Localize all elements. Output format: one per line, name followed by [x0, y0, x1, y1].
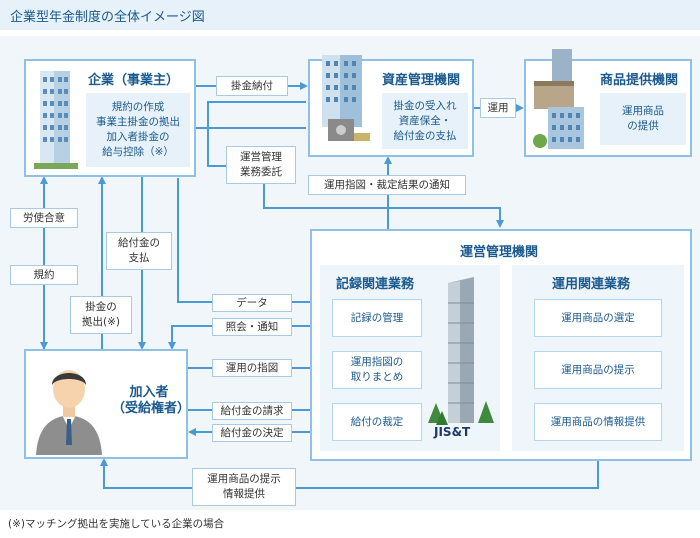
record-panel: 記録関連業務 記録の管理 運用指図の 取りまとめ 給付の裁定 JIS&T	[320, 265, 500, 451]
label-inquiry: 照会・通知	[212, 318, 292, 336]
record-management-item: 記録の管理	[332, 299, 422, 337]
buildings-cluster-icon	[533, 49, 584, 149]
label-invest: 運用	[480, 98, 516, 118]
label-notice: 運用指図・裁定結果の通知	[308, 175, 466, 195]
asset-management-title: 資産管理機関	[382, 73, 461, 88]
invest-panel: 運用関連業務 運用商品の選定 運用商品の提示 運用商品の情報提供	[512, 265, 684, 451]
office-building-icon	[34, 71, 78, 169]
label-contribution: 掛金納付	[216, 76, 288, 96]
label-member-contribution: 掛金の 拠出(※)	[70, 296, 132, 334]
data-line	[177, 178, 330, 306]
label-operation-commission: 運営管理 業務委託	[226, 146, 296, 184]
instruction-aggregation-item: 運用指図の 取りまとめ	[332, 351, 422, 389]
label-rules: 規約	[10, 265, 78, 285]
invest-panel-title: 運用関連業務	[552, 277, 631, 292]
product-provider-duties: 運用商品 の提供	[600, 93, 686, 145]
product-provider-title: 商品提供機関	[600, 73, 679, 88]
company-box: 企業（事業主） 規約の作成 事業主掛金の拠出 加入者掛金の 給与控除（※）	[24, 59, 196, 177]
label-instruction: 運用の指図	[212, 359, 292, 377]
record-panel-title: 記録関連業務	[336, 277, 415, 292]
product-presentation-item: 運用商品の提示	[534, 351, 662, 389]
title-bar: 企業型年金制度の全体イメージ図	[0, 0, 700, 30]
label-labor-agreement: 労使合意	[10, 208, 78, 228]
label-benefit-decision: 給付金の決定	[212, 424, 292, 442]
company-duties: 規約の作成 事業主掛金の拠出 加入者掛金の 給与控除（※）	[86, 93, 190, 167]
asset-management-box: 資産管理機関 掛金の受入れ 資産保全・ 給付金の支払	[308, 55, 474, 157]
operation-management-box: 運営管理機関 記録関連業務 記録の管理 運用指図の 取りまとめ 給付の裁定 JI…	[310, 229, 692, 461]
label-product-info: 運用商品の提示 情報提供	[192, 468, 296, 506]
footnote: (※)マッチング拠出を実施している企業の場合	[8, 518, 225, 530]
bank-building-icon	[322, 55, 370, 141]
jist-logo: JIS&T	[434, 425, 471, 439]
businessman-icon	[36, 370, 102, 455]
product-info-line	[100, 458, 599, 489]
tower-building-icon	[428, 277, 494, 425]
label-benefit-payment: 給付金の 支払	[106, 232, 172, 270]
page-title: 企業型年金制度の全体イメージ図	[10, 10, 205, 25]
label-data: データ	[212, 294, 292, 312]
member-title: 加入者 （受給権者）	[112, 385, 191, 416]
label-benefit-claim: 給付金の請求	[212, 402, 292, 420]
product-provider-box: 商品提供機関 運用商品 の提供	[524, 49, 692, 157]
operation-management-title: 運営管理機関	[460, 245, 539, 260]
company-title: 企業（事業主）	[88, 73, 180, 88]
product-info-item: 運用商品の情報提供	[534, 403, 662, 441]
asset-management-duties: 掛金の受入れ 資産保全・ 給付金の支払	[382, 93, 468, 149]
member-box: 加入者 （受給権者）	[24, 349, 191, 459]
benefit-decision-item: 給付の裁定	[332, 403, 422, 441]
product-selection-item: 運用商品の選定	[534, 299, 662, 337]
